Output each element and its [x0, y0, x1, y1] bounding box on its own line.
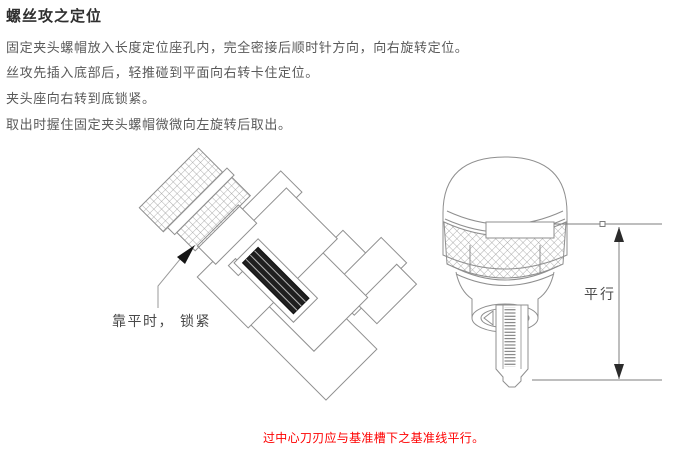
- figure-tap-holder-front: [418, 145, 670, 400]
- instruction-line-4: 取出时握住固定夹头螺帽微微向左旋转后取出。: [6, 118, 292, 133]
- fixture-step-block-c: [356, 263, 418, 325]
- instruction-line-1: 固定夹头螺帽放入长度定位座孔内，完全密接后顺时针方向，向右旋转定位。: [6, 41, 469, 56]
- figure-tap-holder-side: [105, 138, 418, 406]
- lock-arrow-icon: [177, 245, 195, 264]
- datum-groove-window: [485, 221, 555, 239]
- dimension-arrow-down-icon: [614, 364, 624, 379]
- inner-body-sides: [469, 245, 541, 273]
- tap-front-view: [495, 304, 529, 388]
- tap-side-view: [241, 246, 310, 315]
- shoulder-arc: [451, 265, 559, 281]
- knurled-cap-lower: [176, 176, 252, 252]
- shoulder-arc-2: [455, 273, 555, 286]
- instruction-line-2: 丝攻先插入底部后，轻推碰到平面向右转卡住定位。: [6, 66, 319, 81]
- body-taper: [455, 271, 555, 318]
- figure-left-svg: [138, 147, 418, 401]
- parallel-dimension: [532, 221, 662, 381]
- figure-right-dimension-label: 平行: [584, 287, 616, 303]
- collet-jaw-left: [483, 309, 494, 327]
- dimension-marker-square: [599, 221, 606, 227]
- figure-left-label: 靠平时， 锁紧: [112, 314, 211, 330]
- label-leader-line: [157, 251, 187, 308]
- page-title: 螺丝攻之定位: [6, 7, 103, 25]
- caption-red-note: 过中心刀刃应与基准槽下之基准线平行。: [263, 431, 485, 445]
- instruction-line-3: 夹头座向右转到底锁紧。: [6, 92, 156, 107]
- figure-right-svg: [442, 156, 662, 388]
- dimension-arrow-up-icon: [614, 227, 624, 242]
